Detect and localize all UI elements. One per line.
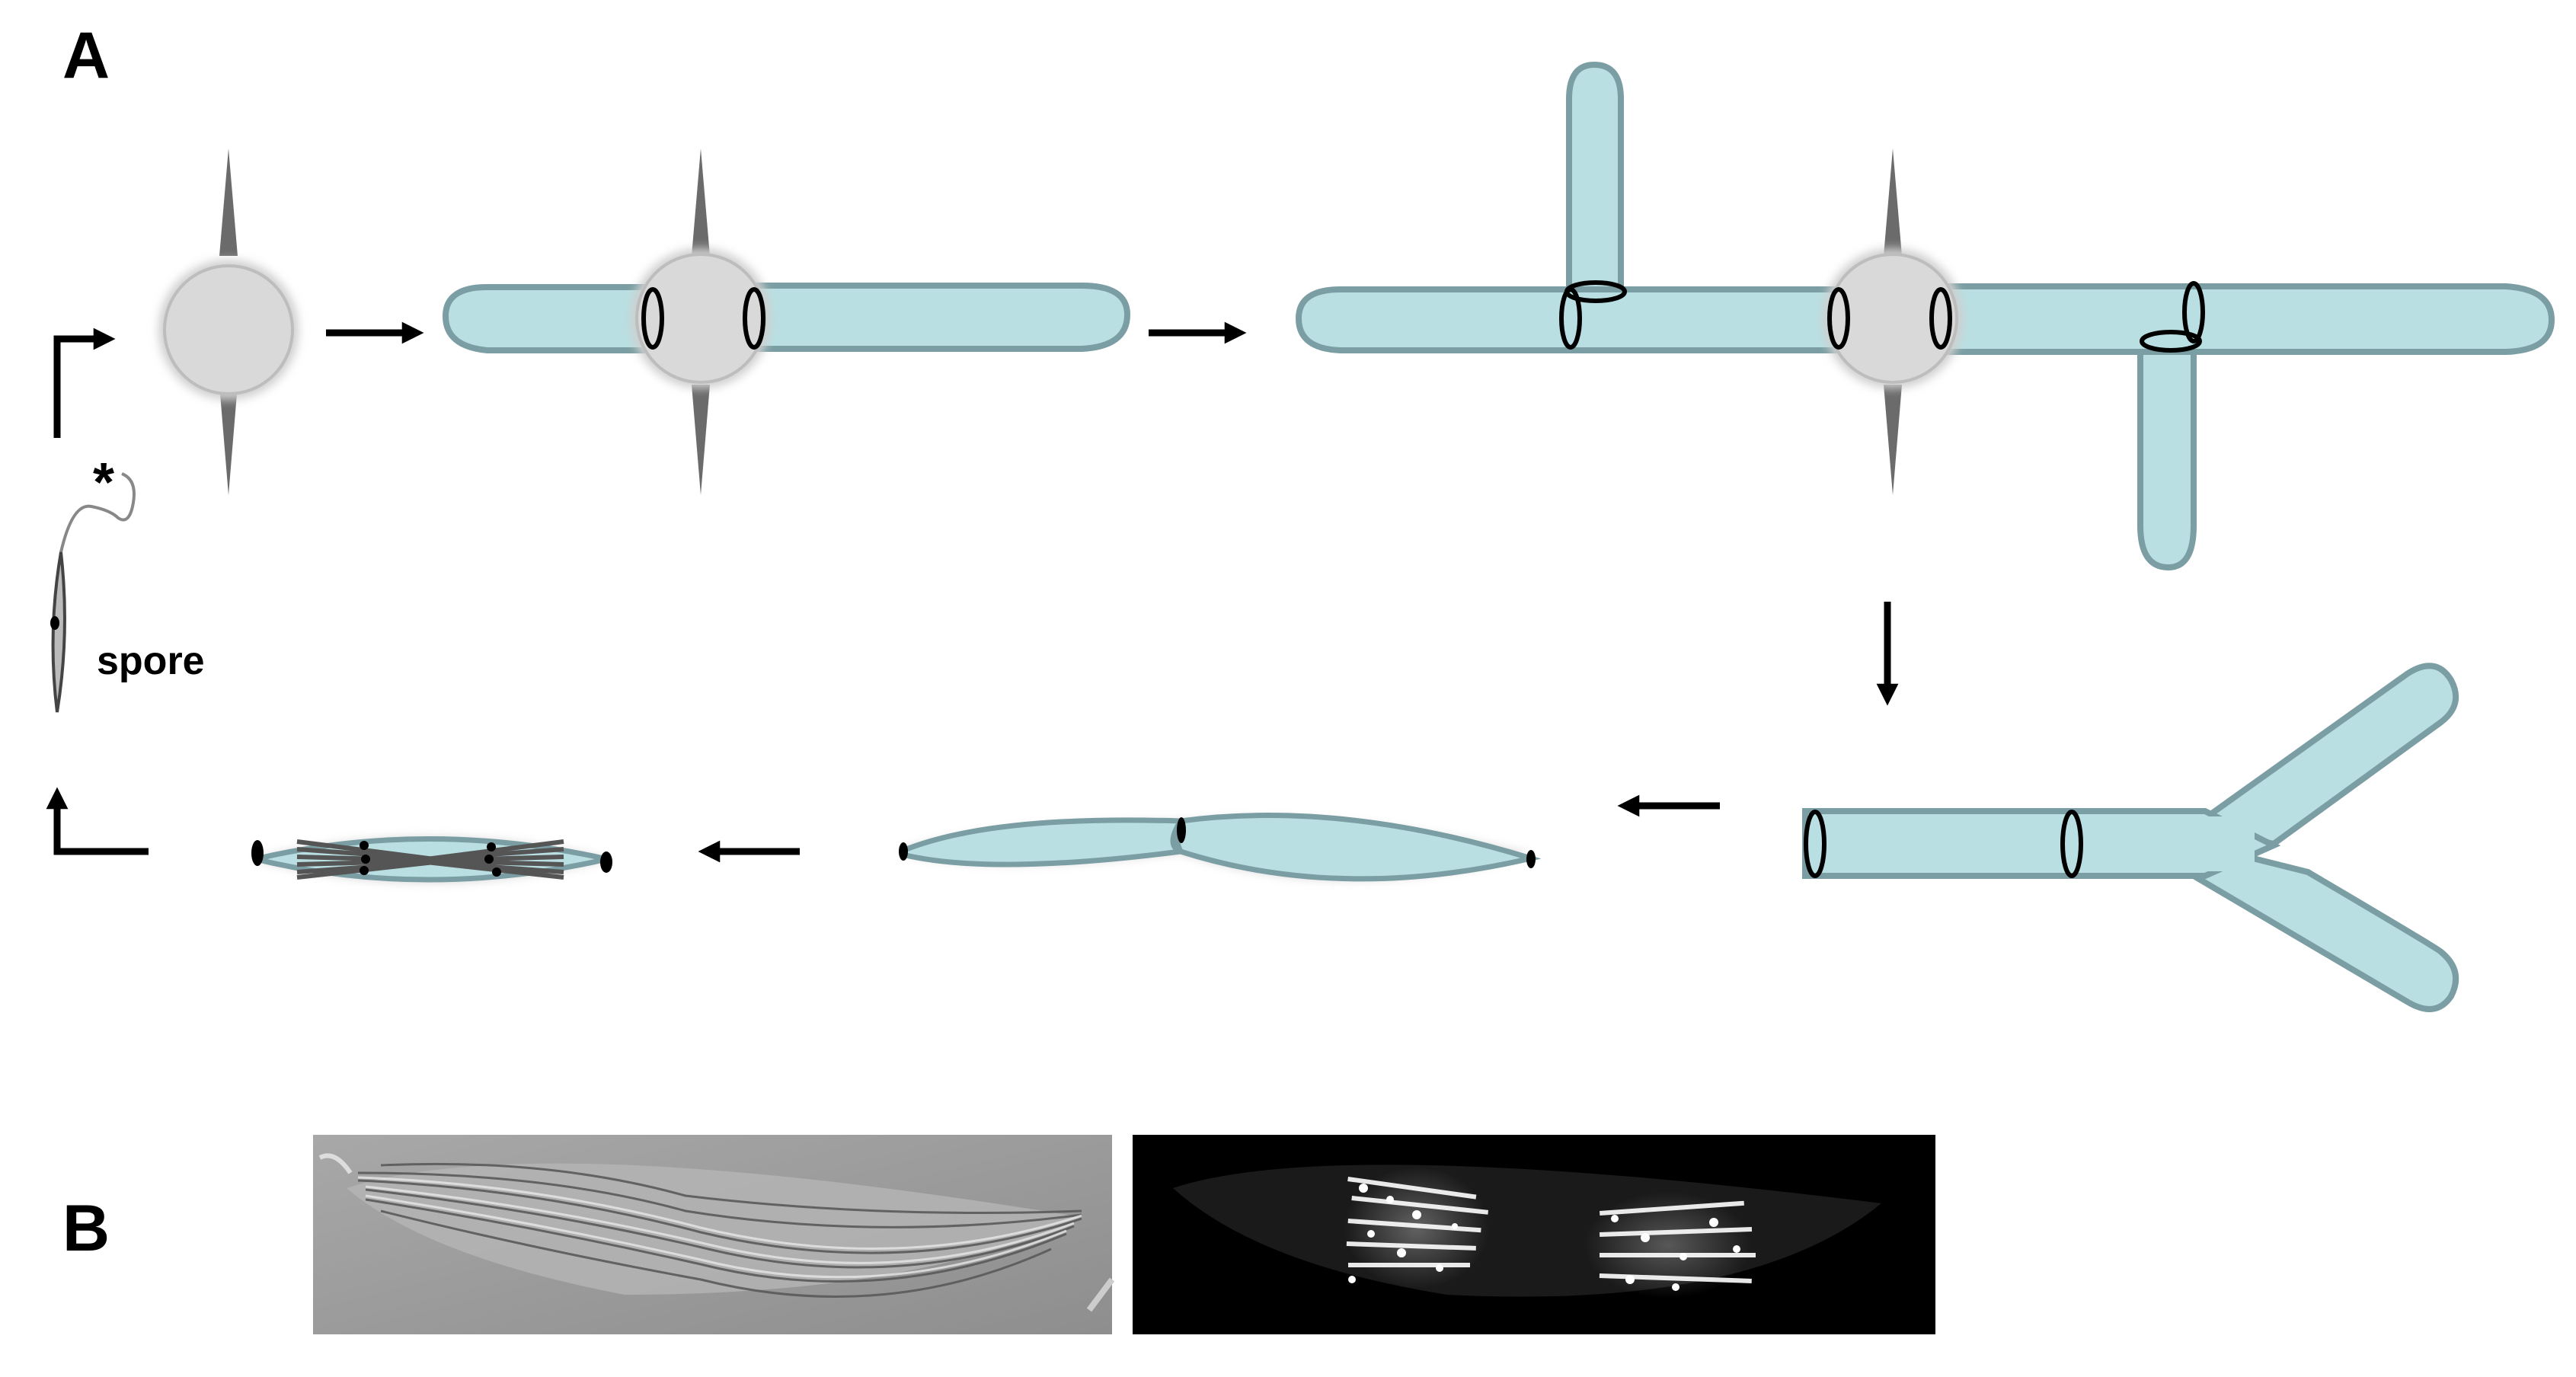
- spore-body: [163, 264, 294, 395]
- germinating-spore: [158, 149, 299, 495]
- septum-ring: [2060, 810, 2083, 878]
- cell-pole-dot: [600, 851, 612, 873]
- hypha-right: [1935, 283, 2555, 355]
- spore-label: spore: [97, 639, 205, 683]
- arrow-germination: [53, 327, 116, 438]
- spore-spine-top: [1884, 149, 1902, 256]
- cell-pole-dot: [899, 842, 908, 861]
- hypha-y-branch-up: [2186, 663, 2459, 848]
- panel-a-label: A: [62, 19, 110, 92]
- spore-filament: [59, 472, 136, 553]
- nucleus-dot: [360, 841, 369, 850]
- septum-ring-branch: [1564, 280, 1627, 303]
- hypha-left: [1295, 286, 1846, 353]
- spore-cell: [51, 551, 66, 713]
- sporulating-cell-stage: [251, 836, 612, 883]
- hypha-y-branch-down: [2190, 842, 2459, 1012]
- germ-tubes-stage: [442, 149, 1131, 495]
- spindle-cell-right: [1174, 813, 1542, 882]
- free-spore: *: [50, 452, 136, 713]
- hypha-right: [743, 283, 1131, 352]
- y-branched-hypha-stage: [1802, 663, 2459, 1012]
- septum-ring-branch: [2140, 330, 2202, 353]
- hypha-left: [442, 284, 658, 353]
- spore-spine-bottom: [1884, 385, 1902, 495]
- septum-ring: [1929, 287, 1952, 350]
- constricting-cell-stage: [899, 813, 1542, 882]
- micrograph-fluorescence: [1133, 1135, 1935, 1334]
- nucleus-dot: [360, 866, 369, 875]
- spore-bundle-right: [426, 839, 564, 880]
- panel-b-label: B: [62, 1192, 110, 1265]
- nucleus-dot: [492, 867, 501, 877]
- spore-spine-bottom: [692, 385, 710, 495]
- septum-ring: [1827, 287, 1850, 350]
- nucleus-dot: [484, 855, 494, 864]
- spore-nucleus: [50, 616, 59, 630]
- spore-spine-bottom: [219, 385, 238, 495]
- septum-ring: [2182, 281, 2205, 343]
- septum-ring: [641, 287, 664, 350]
- septum-ring: [1804, 810, 1827, 878]
- hypha-branch-up: [1566, 61, 1624, 292]
- micrograph-dic: [313, 1135, 1115, 1334]
- septum-ring: [743, 287, 765, 350]
- nucleus-dot: [487, 842, 496, 851]
- branching-hyphae-stage: [1295, 61, 2555, 571]
- spore-asterisk: *: [93, 452, 114, 513]
- nucleus-dot: [361, 855, 370, 864]
- cell-pole-dot: [251, 840, 264, 866]
- hypha-branch-down: [2137, 343, 2197, 571]
- spindle-cell-left: [900, 817, 1191, 867]
- spore-spine-top: [219, 149, 238, 256]
- spore-spine-top: [692, 149, 710, 256]
- cell-pole-dot: [1526, 850, 1536, 868]
- arrow-release: [46, 787, 149, 855]
- constriction-ring: [1177, 817, 1186, 843]
